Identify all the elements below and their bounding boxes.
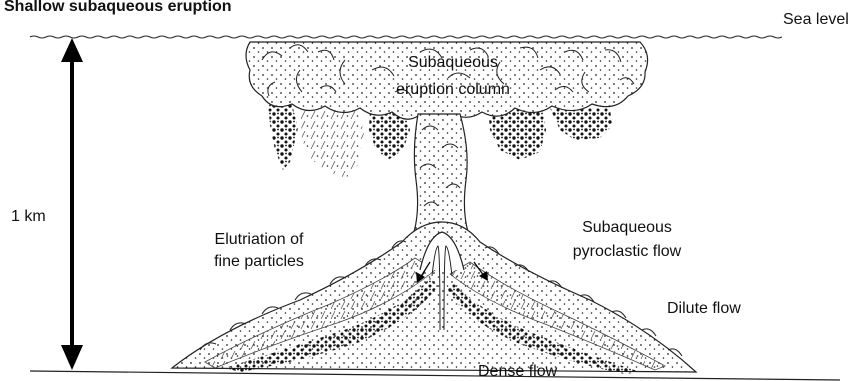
depth-label: 1 km <box>11 208 46 225</box>
dense-flow-label: Dense flow <box>478 363 558 380</box>
dilute-flow-label: Dilute flow <box>667 300 741 317</box>
sea-level-line <box>30 36 782 38</box>
pyroclastic-label-line2: pyroclastic flow <box>573 243 682 260</box>
pyroclastic-label-line1: Subaqueous <box>582 219 672 236</box>
diagram-title: Shallow subaqueous eruption <box>4 0 232 15</box>
elutriation-label-line2: fine particles <box>214 253 304 270</box>
column-label-line2: eruption column <box>396 81 510 98</box>
sea-level-label: Sea level <box>783 11 849 28</box>
sea-floor-line <box>30 371 840 380</box>
depth-arrow <box>61 38 83 370</box>
column-label-line1: Subaqueous <box>408 54 498 71</box>
eruption-column-stem <box>414 114 468 232</box>
elutriation-label-line1: Elutriation of <box>215 231 304 248</box>
